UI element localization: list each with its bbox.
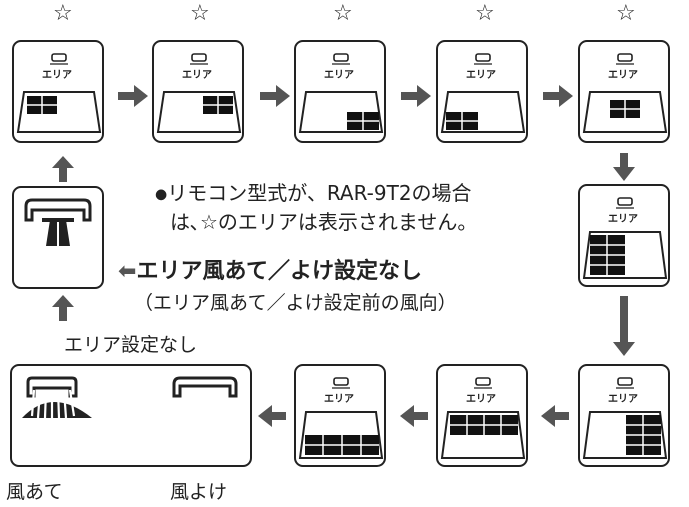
arrow-right-icon <box>401 85 431 107</box>
label-wind-off: 風よけ <box>170 481 228 503</box>
panel-no-area-graphic <box>22 376 238 419</box>
arrow-right-icon <box>118 85 148 107</box>
arrow-left-icon <box>400 405 428 427</box>
area-label: エリア <box>608 394 638 405</box>
star-5: ☆ <box>616 1 636 26</box>
arrow-down-icon <box>613 153 635 181</box>
panel-bottom-2-graphic <box>298 377 384 459</box>
panel-right-middle-graphic <box>582 197 668 279</box>
panel-bottom-right-graphic <box>582 377 668 459</box>
panel-area-off-graphic <box>24 198 92 246</box>
area-label: エリア <box>608 214 638 225</box>
area-label: エリア <box>324 394 354 405</box>
area-label: エリア <box>42 70 72 81</box>
label-wind-on: 風あて <box>6 481 63 503</box>
note-line-1: ●リモコン型式が、RAR-9T2の場合 <box>155 177 472 206</box>
panel-top-3: エリア <box>294 40 386 143</box>
panel-bottom-2: エリア <box>294 364 386 467</box>
area-off-title-text: エリア風あて／よけ設定なし <box>136 259 422 284</box>
panel-top-left: エリア <box>12 40 104 143</box>
panel-top-right-graphic <box>582 53 668 133</box>
area-label: エリア <box>466 394 496 405</box>
panel-bottom-3: エリア <box>436 364 528 467</box>
arrow-left-icon: ⬅ <box>118 259 137 284</box>
star-1: ☆ <box>53 1 73 26</box>
star-2: ☆ <box>190 1 210 26</box>
star-3: ☆ <box>333 1 353 26</box>
panel-top-4: エリア <box>436 40 528 143</box>
bullet-icon: ● <box>155 186 168 203</box>
area-label: エリア <box>608 70 638 81</box>
panel-no-area <box>10 364 252 467</box>
panel-top-4-graphic <box>440 53 526 133</box>
panel-top-right: エリア <box>578 40 670 143</box>
panel-right-middle: エリア <box>578 184 670 287</box>
arrow-left-icon <box>541 405 569 427</box>
star-4: ☆ <box>475 1 495 26</box>
panel-bottom-right: エリア <box>578 364 670 467</box>
area-off-subtitle: （エリア風あて／よけ設定前の風向） <box>134 292 457 314</box>
arrow-up-icon <box>52 156 74 182</box>
panel-top-3-graphic <box>298 53 384 133</box>
area-label: エリア <box>182 70 212 81</box>
label-no-area: エリア設定なし <box>64 334 198 356</box>
area-label: エリア <box>324 70 354 81</box>
panel-bottom-3-graphic <box>440 377 526 459</box>
arrow-right-icon <box>260 85 290 107</box>
panel-top-2-graphic <box>156 53 242 133</box>
arrow-down-icon <box>613 296 635 356</box>
panel-top-2: エリア <box>152 40 244 143</box>
panel-area-off <box>12 186 104 289</box>
area-off-title: ⬅エリア風あて／よけ設定なし <box>118 253 422 285</box>
note-line-2: は､☆のエリアは表示されません。 <box>170 210 478 234</box>
area-label: エリア <box>466 70 496 81</box>
arrow-right-icon <box>543 85 573 107</box>
arrow-up-icon <box>52 295 74 321</box>
note-text-1: リモコン型式が、RAR-9T2の場合 <box>167 181 472 205</box>
arrow-left-icon <box>258 405 286 427</box>
panel-top-left-graphic <box>16 53 102 133</box>
